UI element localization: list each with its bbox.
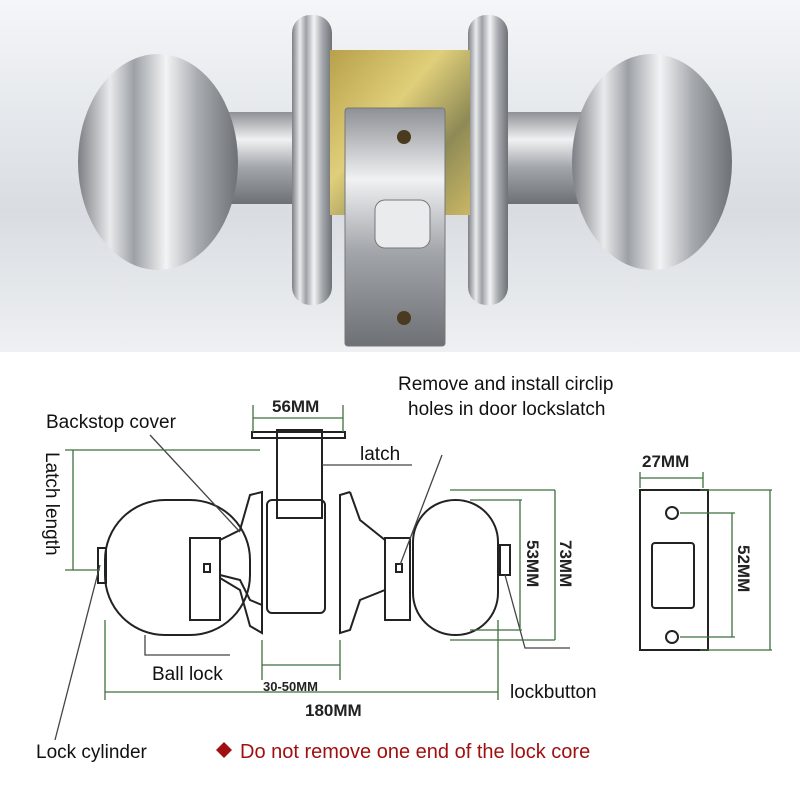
right-rose — [468, 15, 508, 305]
faceplate-hole-top — [397, 130, 411, 144]
left-rose — [292, 15, 332, 305]
dim-56mm: 56MM — [272, 397, 319, 416]
lockbutton-part — [499, 544, 511, 576]
diagram-outline — [97, 429, 709, 651]
left-knob — [78, 54, 238, 270]
right-circlip-hole — [395, 563, 403, 573]
strike-plate — [639, 489, 709, 651]
latch-plate-top — [251, 431, 346, 439]
dim-27mm: 27MM — [642, 452, 689, 471]
strike-plate-opening — [651, 542, 695, 609]
dim-30-50mm: 30-50MM — [263, 679, 318, 694]
leader-lockbutton — [504, 574, 570, 649]
right-rose-outline — [339, 491, 386, 635]
latch-housing — [266, 499, 326, 614]
leader-backstop-cover — [149, 434, 241, 533]
dim-73mm: 73MM — [556, 540, 575, 587]
label-circlip-2: holes in door lockslatch — [408, 399, 606, 420]
label-lock-cylinder: Lock cylinder — [36, 742, 148, 763]
dim-52mm: 52MM — [734, 545, 753, 592]
dim-180mm: 180MM — [305, 701, 362, 720]
warning-text: Do not remove one end of the lock core — [240, 741, 590, 763]
right-ball-knob — [412, 499, 499, 636]
dimension-lines — [65, 405, 772, 700]
leader-lines — [54, 434, 570, 741]
leader-lock-cylinder — [54, 564, 101, 741]
leader-ball-lock — [144, 635, 230, 656]
faceplate-hole-bottom — [397, 311, 411, 325]
leader-circlip — [399, 454, 443, 566]
latch-tongue — [276, 429, 323, 519]
strike-hole-top — [665, 506, 679, 520]
label-backstop-cover: Backstop cover — [46, 412, 177, 433]
diamond-icon — [216, 742, 232, 758]
left-rose-lower-outline — [219, 492, 263, 635]
label-latch-length: Latch length — [41, 452, 62, 556]
label-circlip-1: Remove and install circlip — [398, 374, 613, 395]
left-circlip-hole — [203, 563, 211, 573]
lock-photo — [0, 0, 800, 352]
right-knob — [572, 54, 732, 270]
latch-bolt — [374, 199, 431, 249]
left-knob-neck — [189, 537, 221, 621]
label-ball-lock: Ball lock — [152, 664, 223, 685]
label-latch: latch — [360, 444, 400, 465]
dim-53mm: 53MM — [523, 540, 542, 587]
right-rose-upper-outline — [349, 491, 386, 541]
right-knob-neck — [384, 537, 411, 621]
label-lockbutton: lockbutton — [510, 682, 597, 703]
lock-cylinder-part — [97, 547, 107, 584]
left-rose-outline — [219, 490, 263, 607]
strike-hole-bottom — [665, 630, 679, 644]
